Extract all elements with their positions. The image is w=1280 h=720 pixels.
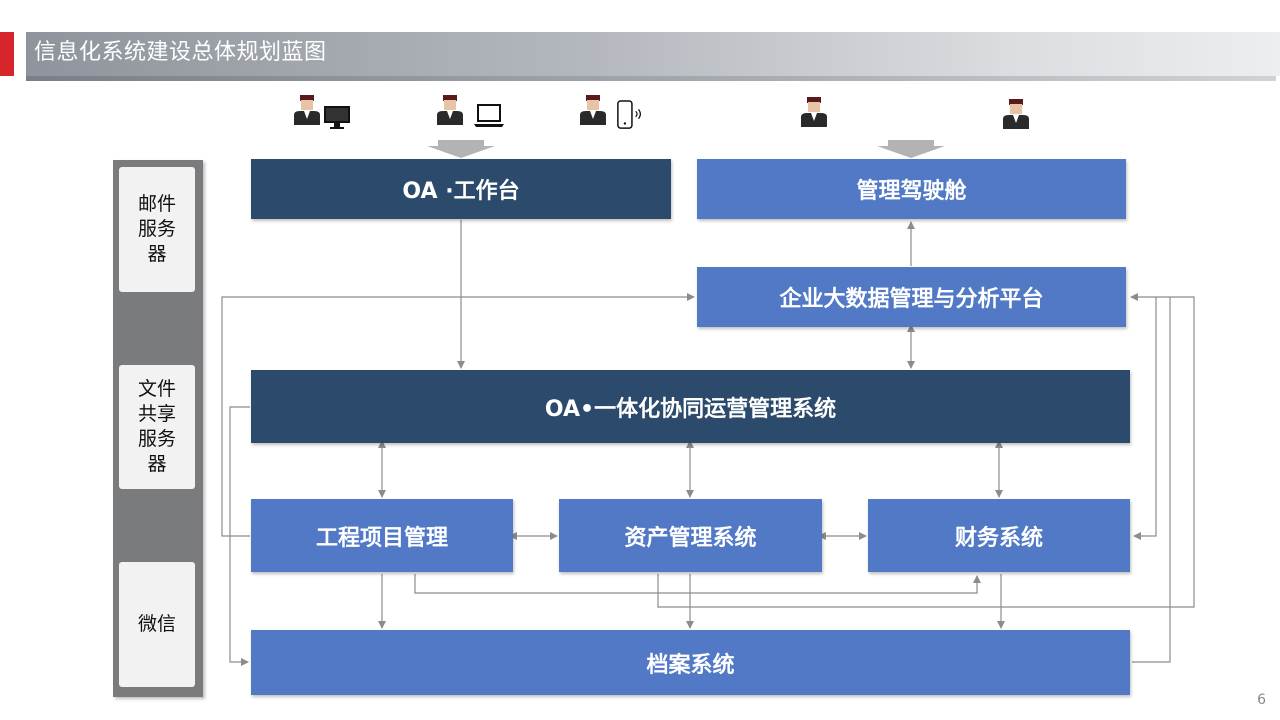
mobile-phone-icon	[617, 100, 641, 129]
user-icon	[294, 95, 320, 125]
desktop-monitor-icon	[324, 106, 350, 129]
side-item-wechat: 微信	[119, 562, 195, 687]
connector-assets-right-loop	[657, 293, 1195, 608]
side-item-file-share-server: 文件 共享 服务 器	[119, 365, 195, 489]
oa-workbench-box: OA ·工作台	[251, 159, 671, 219]
bigdata-platform-box: 企业大数据管理与分析平台	[697, 267, 1126, 327]
page-title: 信息化系统建设总体规划蓝图	[34, 40, 327, 65]
oa-integrated-system-box: OA•一体化协同运营管理系统	[251, 370, 1130, 443]
connector-archives-bigdata-loop	[1132, 297, 1171, 663]
connector-finance-bigdata-loop	[1133, 297, 1157, 540]
connector-engineering-finance-loop	[414, 574, 981, 594]
laptop-icon	[474, 104, 504, 127]
title-underline	[26, 76, 1276, 81]
user-icon	[1003, 99, 1029, 129]
title-bar	[26, 32, 1280, 76]
user-icon	[801, 97, 827, 127]
user-icon	[580, 95, 606, 125]
user-down-arrow-left	[427, 140, 495, 158]
page-number: 6	[1257, 692, 1266, 708]
asset-management-box: 资产管理系统	[559, 499, 822, 572]
archives-system-box: 档案系统	[251, 630, 1130, 695]
finance-system-box: 财务系统	[868, 499, 1130, 572]
user-down-arrow-right	[877, 140, 945, 158]
user-icon	[437, 95, 463, 125]
title-accent-bar	[0, 32, 14, 76]
management-cockpit-box: 管理驾驶舱	[697, 159, 1126, 219]
engineering-management-box: 工程项目管理	[251, 499, 513, 572]
connector-integrated-archives-loop	[229, 406, 250, 666]
side-item-mail-server: 邮件 服务 器	[119, 167, 195, 292]
connector-engineering-bigdata-loop	[221, 293, 695, 537]
